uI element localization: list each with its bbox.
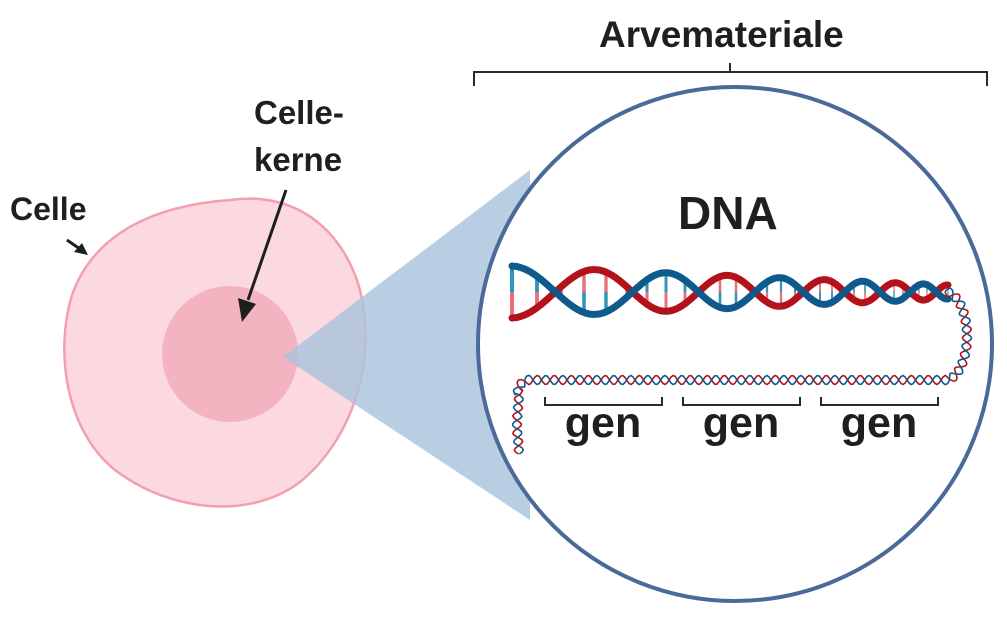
- celle-label: Celle: [10, 191, 87, 227]
- cellekerne-label: Celle- kerne: [254, 89, 344, 183]
- thin-strand-blue: [511, 287, 973, 455]
- nucleus-arrow-icon: [238, 189, 288, 322]
- gene-bracket-3: [820, 397, 939, 406]
- gene-brackets: [544, 397, 939, 406]
- gene-bracket-2: [682, 397, 801, 406]
- arvemateriale-label: Arvemateriale: [599, 14, 844, 55]
- gene-label-3: gen: [840, 399, 918, 447]
- cell-nucleus: [162, 286, 298, 422]
- thin-strand-red: [511, 291, 973, 455]
- dna-thin-strand: [511, 287, 973, 455]
- gene-bracket-1: [544, 397, 663, 406]
- cellekerne-label-line-2: kerne: [254, 141, 343, 178]
- zoom-circle: [476, 85, 994, 603]
- cell-arrow-icon: [66, 238, 88, 255]
- gene-label-2: gen: [702, 399, 780, 447]
- dna-strand-blue: [508, 262, 952, 318]
- cellekerne-label-line-1: Celle-: [254, 94, 344, 131]
- zoom-cone: [283, 170, 530, 520]
- arvemateriale-bracket: [473, 63, 988, 86]
- dna-label: DNA: [678, 187, 778, 239]
- gene-label-1: gen: [564, 399, 642, 447]
- dna-strand-red: [508, 266, 952, 322]
- dna-double-helix: [508, 262, 952, 322]
